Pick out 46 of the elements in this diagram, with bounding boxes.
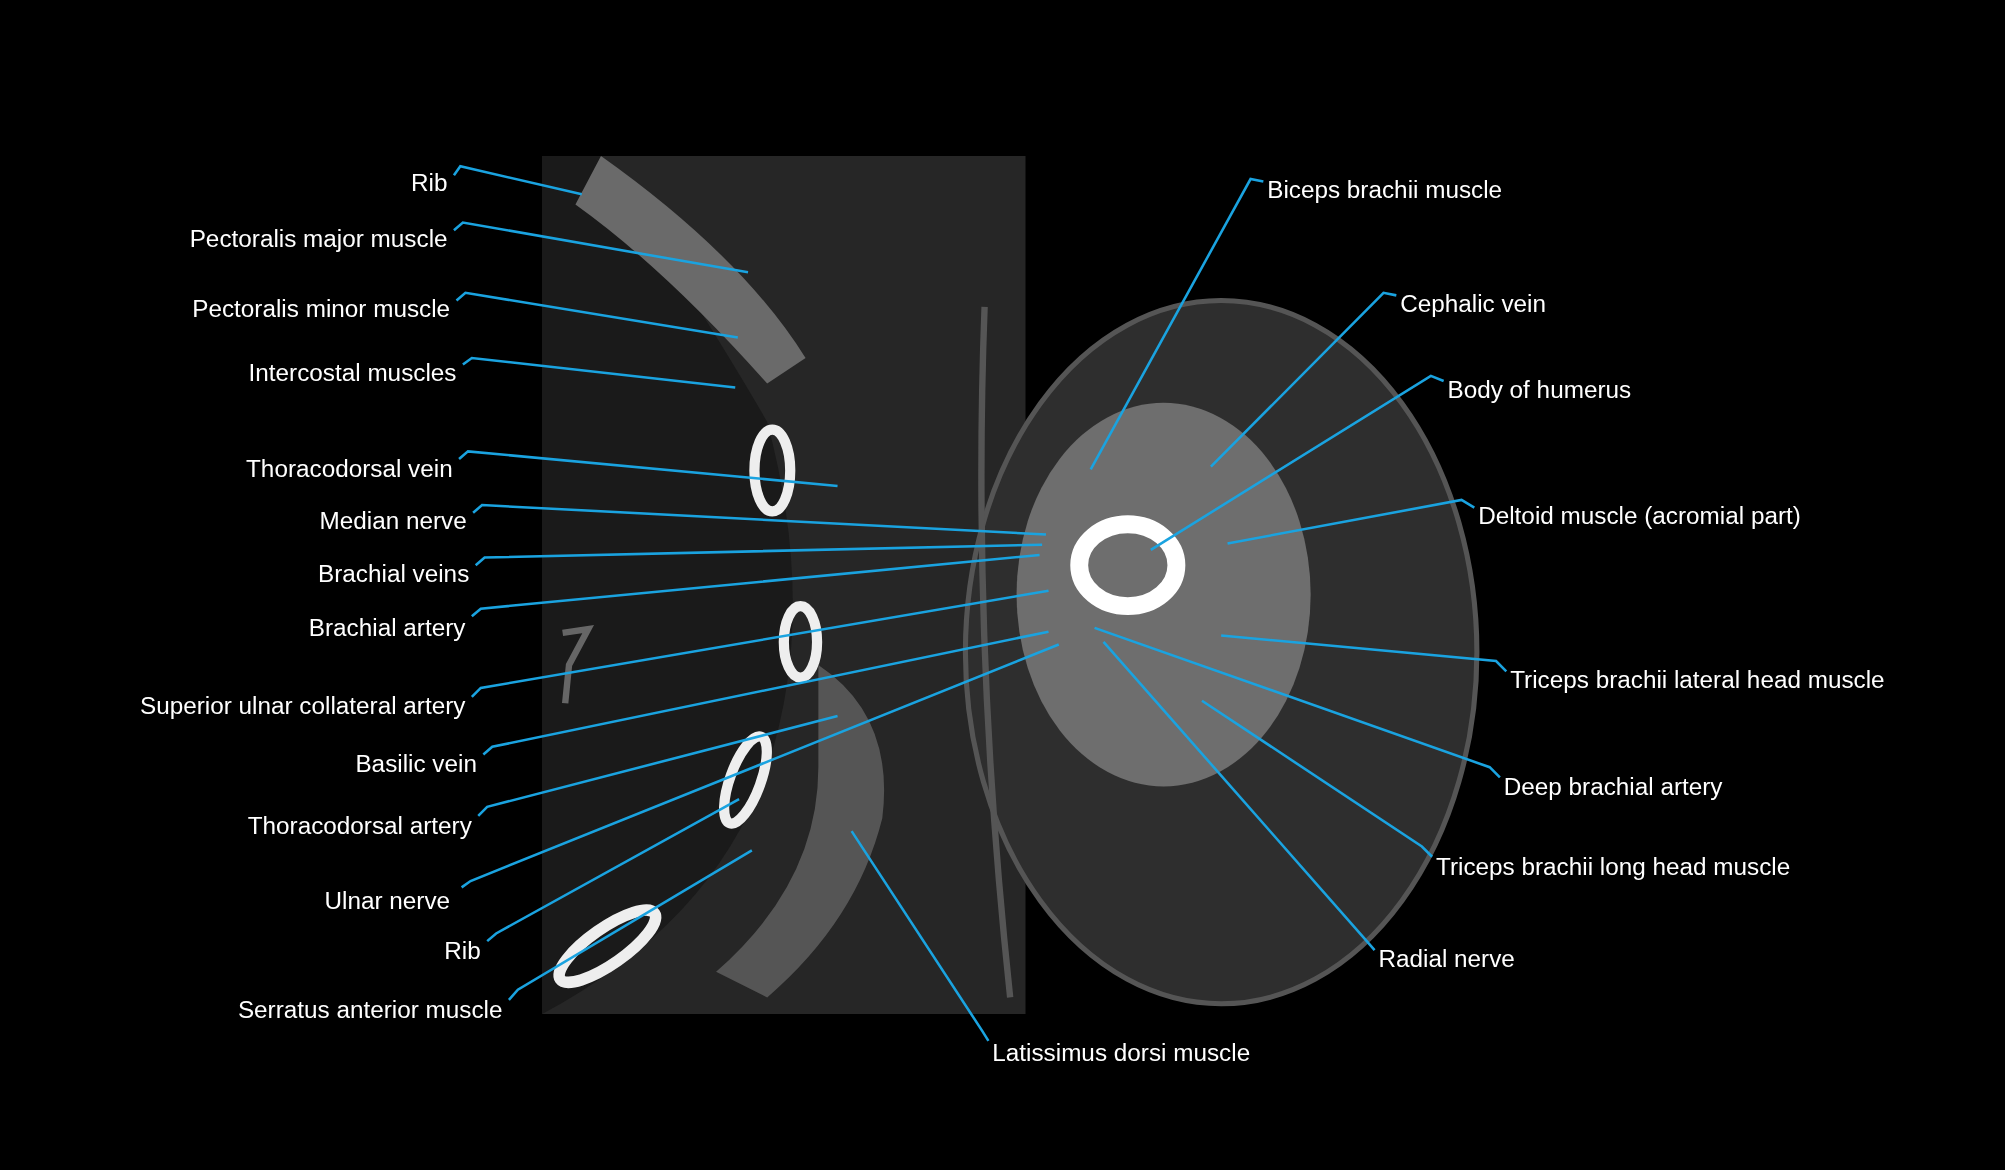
- anatomy-label: Pectoralis minor muscle: [192, 295, 451, 324]
- leader-line: [471, 553, 1040, 618]
- anatomy-label: Superior ulnar collateral artery: [140, 691, 466, 720]
- anatomy-label: Thoracodorsal artery: [247, 811, 472, 841]
- leader-line: [477, 714, 838, 817]
- anatomy-label: Cephalic vein: [1400, 290, 1547, 319]
- leader-line: [452, 164, 583, 196]
- leader-line: [482, 630, 1049, 756]
- leader-line: [507, 849, 753, 1001]
- anatomy-label: Pectoralis major muscle: [189, 225, 448, 254]
- anatomy-label: Intercostal muscles: [248, 359, 457, 388]
- leader-line: [1102, 641, 1376, 951]
- leader-line: [460, 643, 1060, 889]
- anatomy-label: Rib: [411, 168, 448, 197]
- leader-line: [1094, 626, 1501, 779]
- anatomy-label: Triceps brachii lateral head muscle: [1510, 666, 1885, 695]
- anatomy-label: Deep brachial artery: [1503, 773, 1723, 802]
- leader-line: [1201, 699, 1434, 858]
- anatomy-label: Latissimus dorsi muscle: [992, 1039, 1251, 1068]
- anatomy-label: Thoracodorsal vein: [246, 455, 453, 484]
- anatomy-label: Ulnar nerve: [324, 887, 451, 916]
- anatomy-label: Brachial veins: [318, 560, 470, 589]
- leader-line: [453, 221, 749, 274]
- leader-line: [462, 356, 736, 389]
- anatomy-label: Median nerve: [319, 507, 467, 536]
- anatomy-label: Serratus anterior muscle: [237, 996, 503, 1025]
- leader-line: [1210, 291, 1397, 468]
- anatomy-label: Radial nerve: [1378, 944, 1515, 974]
- leader-line: [474, 543, 1043, 567]
- anatomy-label: Basilic vein: [355, 750, 477, 779]
- anatomy-label: Deltoid muscle (acromial part): [1478, 502, 1801, 531]
- leader-line: [470, 589, 1049, 698]
- leader-line: [472, 503, 1047, 536]
- anatomy-label: Body of humerus: [1447, 375, 1632, 405]
- anatomy-label: Biceps brachii muscle: [1267, 176, 1503, 205]
- leader-line: [1089, 177, 1264, 470]
- anatomy-label: Brachial artery: [308, 613, 466, 642]
- leader-line: [455, 291, 738, 339]
- leader-line: [850, 830, 990, 1042]
- leader-line: [458, 450, 838, 488]
- anatomy-label: Rib: [444, 937, 481, 966]
- leader-line: [1227, 498, 1475, 545]
- anatomy-label: Triceps brachii long head muscle: [1435, 852, 1791, 881]
- leader-line: [1221, 634, 1508, 673]
- leader-line: [1150, 374, 1445, 551]
- leader-line: [486, 798, 740, 943]
